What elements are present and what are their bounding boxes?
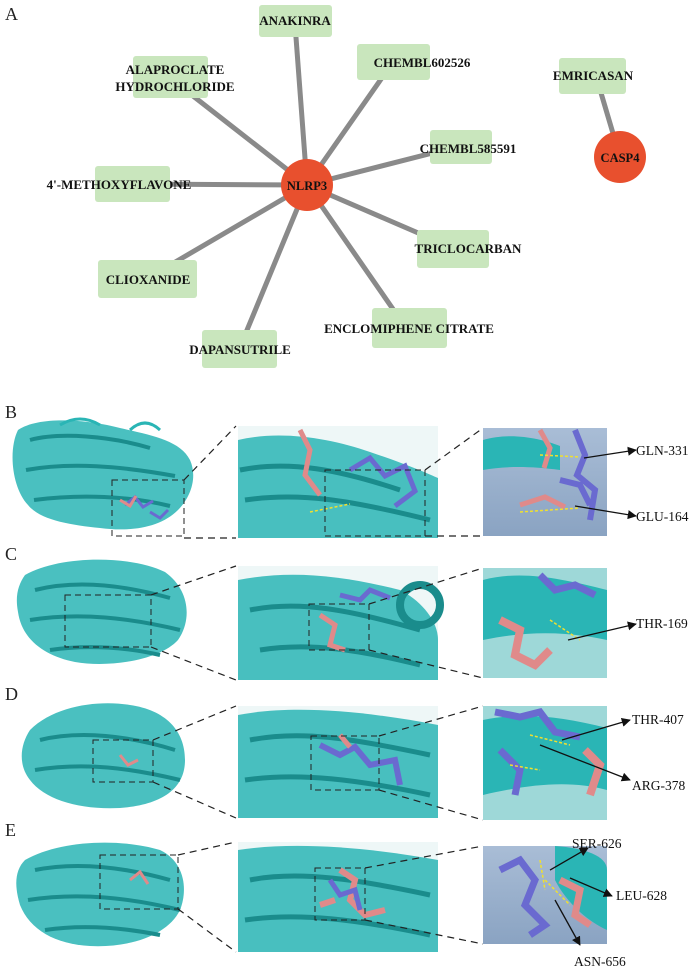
drug-box-chembl602526 [357, 44, 430, 80]
residue-label-d-1: ARG-378 [632, 778, 685, 793]
drug-box-alaproclate [133, 56, 208, 98]
hub-label-casp4: CASP4 [601, 151, 641, 165]
protein-overview-c [16, 559, 187, 664]
drug-labels: ANAKINRA ALAPROCLATE HYDROCHLORIDE CHEMB… [47, 13, 634, 357]
zoom-view-d [483, 706, 607, 820]
drug-box-dapansutrile [202, 330, 277, 368]
panel-letter-b: B [5, 402, 17, 422]
drug-box-triclocarban [417, 230, 489, 268]
drug-label-anakinra: ANAKINRA [259, 13, 331, 28]
residue-label-d-0: THR-407 [632, 712, 684, 727]
zoom-view-b [483, 428, 607, 536]
drug-box-clioxanide [98, 260, 197, 298]
edge-dapansutrile [237, 182, 310, 350]
binding-site-d [238, 706, 438, 818]
docking-row-d: THR-407 ARG-378 [21, 703, 685, 821]
residue-label-e-1: LEU-628 [616, 888, 667, 903]
drug-box-methoxyflavone [95, 166, 170, 202]
residue-label-e-2: ASN-656 [574, 954, 626, 969]
drug-label-methoxyflavone: 4'-METHOXYFLAVONE [47, 177, 192, 192]
binding-site-e [238, 842, 438, 952]
drug-box-emricasan [559, 58, 626, 94]
panel-letter-c: C [5, 544, 17, 564]
protein-overview-e [16, 842, 184, 947]
residue-label-b-0: GLN-331 [636, 443, 689, 458]
drug-label-chembl585591: CHEMBL585591 [420, 141, 517, 156]
drug-label-triclocarban: TRICLOCARBAN [415, 241, 523, 256]
hub-node-casp4 [594, 131, 646, 183]
drug-box-enclomiphene [372, 308, 447, 348]
drug-label-chembl602526: CHEMBL602526 [374, 55, 471, 70]
residue-label-c-0: THR-169 [636, 616, 688, 631]
residue-label-b-1: GLU-164 [636, 509, 689, 524]
panel-letter-d: D [5, 684, 18, 704]
drug-box-chembl585591 [430, 130, 492, 164]
drug-label-alaproclate-line1: ALAPROCLATE [126, 62, 225, 77]
drug-label-clioxanide: CLIOXANIDE [106, 272, 191, 287]
drug-label-enclomiphene: ENCLOMIPHENE CITRATE [324, 321, 494, 336]
binding-site-c [238, 566, 444, 680]
hub-node-nlrp3 [281, 159, 333, 211]
docking-row-e: SER-626 LEU-628 ASN-656 [16, 836, 667, 969]
binding-site-b [238, 426, 438, 538]
panel-letter-e: E [5, 820, 16, 840]
docking-row-c: THR-169 [16, 559, 688, 681]
drug-label-dapansutrile: DAPANSUTRILE [189, 342, 291, 357]
panel-letter-a: A [5, 4, 18, 24]
edge-anakinra [292, 21, 310, 188]
zoom-view-e [483, 846, 607, 944]
residue-label-e-0: SER-626 [572, 836, 622, 851]
edge-enclomiphene [304, 182, 407, 328]
docking-row-b: GLN-331 GLU-164 [12, 417, 689, 539]
zoom-view-c [483, 568, 607, 678]
hub-label-nlrp3: NLRP3 [287, 179, 327, 193]
drug-label-emricasan: EMRICASAN [553, 68, 634, 83]
protein-overview-d [21, 703, 185, 809]
protein-overview-b [12, 417, 194, 537]
drug-label-alaproclate-line2: HYDROCHLORIDE [115, 79, 234, 94]
drug-boxes [95, 5, 626, 368]
drug-box-anakinra [259, 5, 332, 37]
